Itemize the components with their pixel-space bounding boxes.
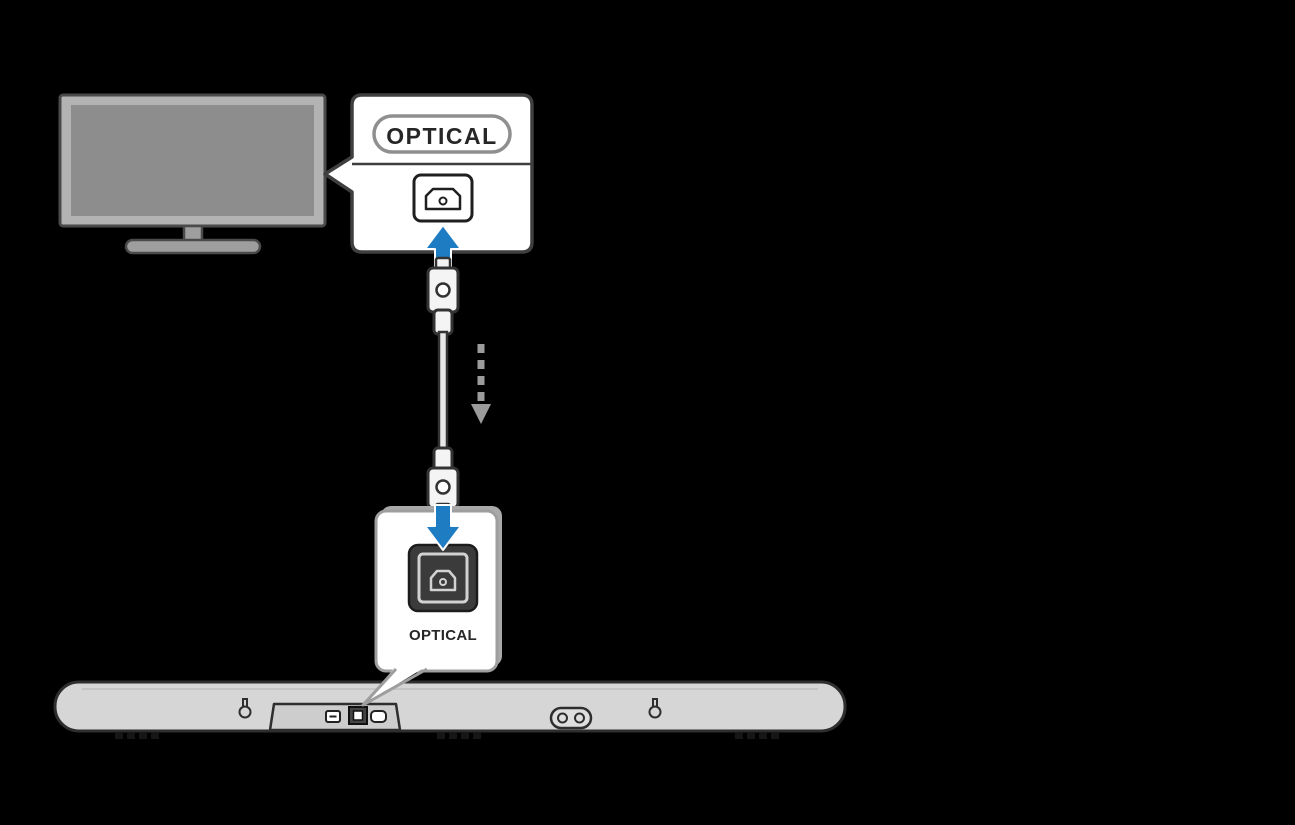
- cable-cord: [437, 330, 449, 452]
- tv-stand-base: [124, 238, 262, 255]
- hdmi-port-icon: [370, 710, 387, 723]
- cable-plug-top: [426, 256, 460, 336]
- soundbar-optical-jack: [348, 706, 368, 725]
- optical-cable-icon: [426, 256, 460, 516]
- optical-port-icon: [412, 173, 474, 223]
- optical-label-pill: [372, 114, 512, 154]
- soundbar-body: [53, 680, 847, 733]
- dashed-arrow-down-icon: [471, 344, 491, 424]
- usb-port-icon: [325, 710, 341, 723]
- tv-optical-label: OPTICAL: [386, 123, 497, 149]
- soundbar-optical-callout: OPTICAL: [361, 506, 502, 707]
- keyhole-mount-icon: [648, 698, 662, 719]
- soundbar-optical-label: OPTICAL: [409, 627, 477, 644]
- power-inlet-icon: [549, 706, 593, 730]
- soundbar-feet: [115, 733, 779, 739]
- tv-icon: [58, 93, 327, 255]
- soundbar-port-panel: [268, 702, 402, 732]
- optical-port-dark-icon: [407, 543, 479, 613]
- soundbar-icon: [53, 680, 847, 739]
- tv-screen: [71, 105, 314, 216]
- tv-optical-callout: OPTICAL: [323, 93, 534, 254]
- arrow-down-icon: [424, 504, 462, 551]
- keyhole-mount-icon: [238, 698, 252, 719]
